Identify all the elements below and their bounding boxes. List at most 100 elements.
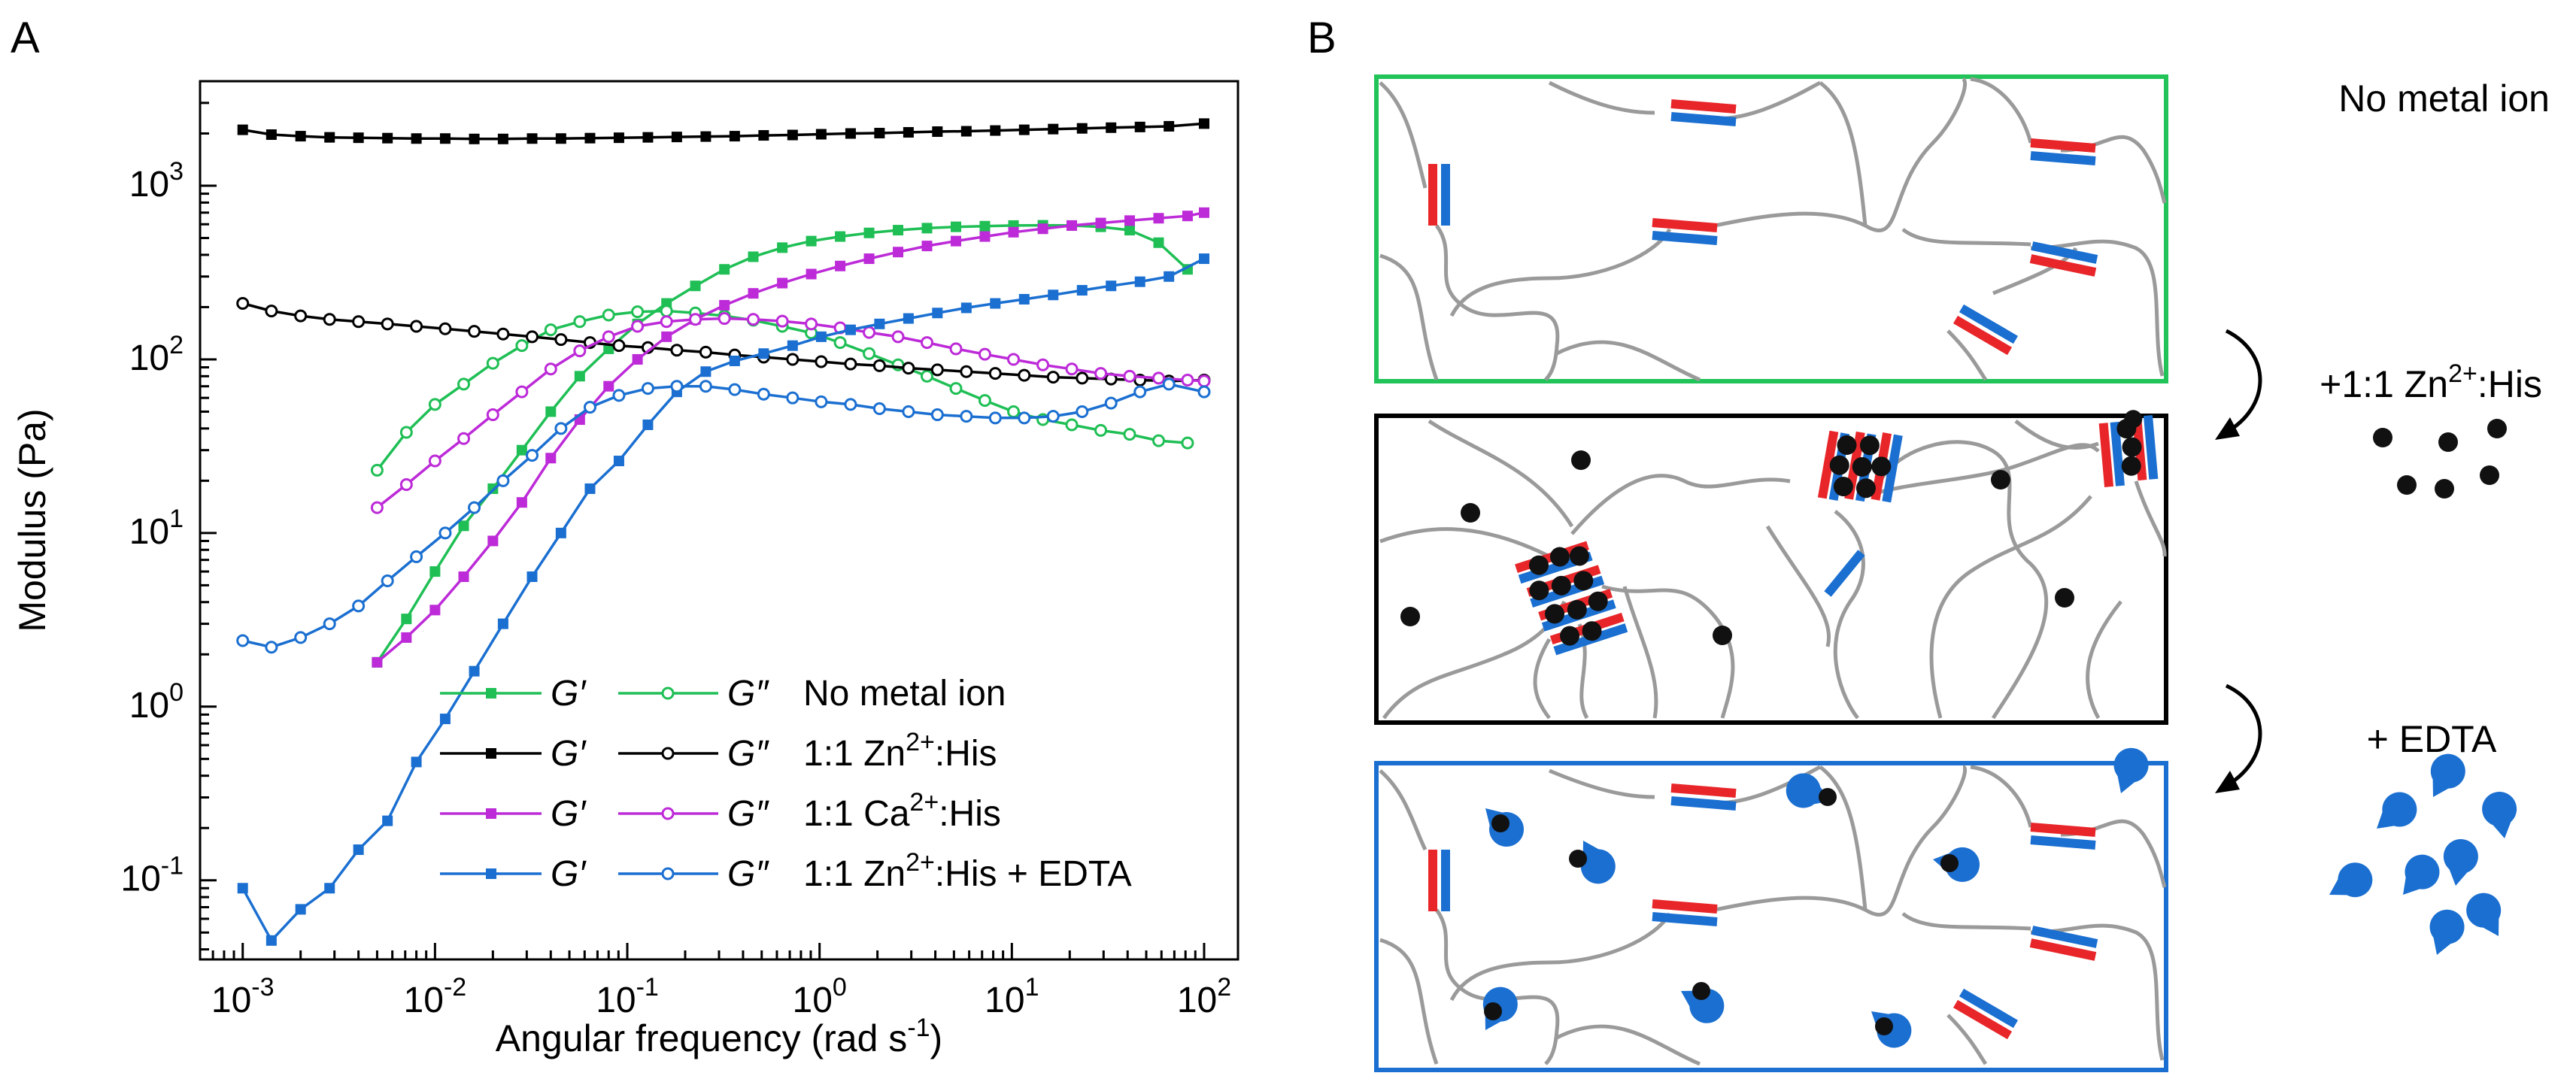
data-point: [903, 313, 914, 324]
data-point: [515, 385, 529, 399]
data-point: [497, 133, 508, 144]
data-point: [324, 883, 335, 894]
data-point: [410, 320, 423, 333]
data-point: [265, 305, 278, 318]
data-point: [642, 132, 654, 143]
x-axis-label: Angular frequency (rad s-1): [496, 1014, 942, 1059]
data-point: [1018, 124, 1030, 135]
y-axis-label: Modulus (Pa): [11, 408, 53, 632]
data-point: [642, 419, 654, 430]
data-point: [1037, 223, 1048, 235]
data-point: [429, 605, 441, 616]
data-point: [584, 132, 596, 144]
data-point: [401, 632, 412, 643]
data-point: [555, 133, 566, 144]
data-point: [960, 410, 973, 423]
data-point: [1153, 237, 1164, 248]
data-point: [1152, 371, 1166, 385]
data-point: [670, 344, 684, 357]
series-layer: [236, 118, 1211, 946]
data-point: [951, 235, 962, 247]
data-point: [1076, 405, 1089, 418]
y-tick-label: 100: [129, 678, 184, 726]
legend-condition: 1:1 Zn2+:His: [803, 728, 997, 774]
data-point: [949, 342, 963, 356]
data-point: [458, 520, 469, 532]
data-point: [699, 380, 712, 393]
data-point: [1197, 374, 1211, 388]
data-point: [903, 127, 914, 138]
data-point: [545, 406, 557, 417]
data-point: [786, 353, 800, 366]
data-point: [978, 394, 991, 408]
data-point: [1065, 362, 1079, 376]
legend-marker: [486, 748, 496, 759]
data-point: [757, 387, 770, 401]
legend-gpp-label: G″: [727, 854, 769, 894]
data-point: [988, 411, 1002, 425]
data-point: [583, 401, 596, 414]
edta-arrow-icon: [2215, 683, 2262, 793]
data-point: [748, 288, 759, 299]
legend-marker: [661, 686, 675, 700]
data-point: [1198, 207, 1209, 218]
legend-gpp-label: G″: [727, 674, 769, 714]
data-point: [660, 305, 673, 318]
data-point: [758, 130, 769, 141]
data-point: [1046, 410, 1060, 423]
data-point: [805, 317, 818, 331]
legend-condition: 1:1 Ca2+:His: [803, 788, 1001, 834]
series-6: [237, 253, 1209, 946]
data-point: [352, 599, 366, 613]
legend-row-0: G′G″No metal ion: [440, 674, 1006, 714]
data-point: [719, 299, 730, 311]
data-point: [978, 347, 991, 361]
data-point: [1123, 428, 1136, 441]
data-point: [1197, 385, 1211, 399]
data-point: [487, 535, 499, 547]
data-point: [1181, 436, 1194, 450]
data-point: [295, 131, 306, 142]
data-point: [1095, 217, 1106, 229]
data-point: [439, 714, 451, 725]
data-point: [1133, 385, 1147, 399]
data-point: [1152, 434, 1166, 447]
data-point: [1198, 118, 1209, 129]
data-point: [429, 566, 441, 577]
data-point: [806, 268, 817, 280]
data-point: [545, 453, 557, 464]
data-point: [1094, 367, 1108, 380]
data-point: [516, 444, 527, 456]
series-7: [236, 377, 1211, 654]
data-point: [787, 129, 798, 141]
legend-marker: [486, 868, 496, 879]
data-point: [700, 131, 712, 142]
legend-gp-label: G′: [551, 794, 587, 834]
x-tick-label: 10-1: [596, 973, 659, 1020]
data-point: [265, 935, 277, 946]
data-point: [236, 634, 250, 647]
network-no-metal-ion: [1374, 74, 2168, 383]
data-point: [718, 312, 731, 326]
data-point: [573, 344, 587, 358]
data-point: [990, 125, 1001, 136]
data-point: [833, 336, 847, 350]
data-point: [1046, 371, 1060, 384]
data-point: [401, 614, 412, 625]
data-point: [1104, 396, 1118, 410]
data-point: [353, 132, 364, 144]
legend-marker: [661, 867, 675, 880]
data-point: [815, 395, 828, 408]
data-point: [438, 526, 452, 540]
data-point: [1134, 276, 1145, 287]
data-point: [399, 426, 413, 439]
data-point: [1181, 373, 1194, 386]
data-point: [554, 333, 568, 347]
data-point: [960, 126, 972, 137]
data-point: [554, 422, 568, 435]
data-point: [294, 309, 308, 323]
data-point: [370, 463, 384, 477]
data-point: [1048, 289, 1059, 301]
x-tick-label: 10-2: [404, 973, 467, 1020]
